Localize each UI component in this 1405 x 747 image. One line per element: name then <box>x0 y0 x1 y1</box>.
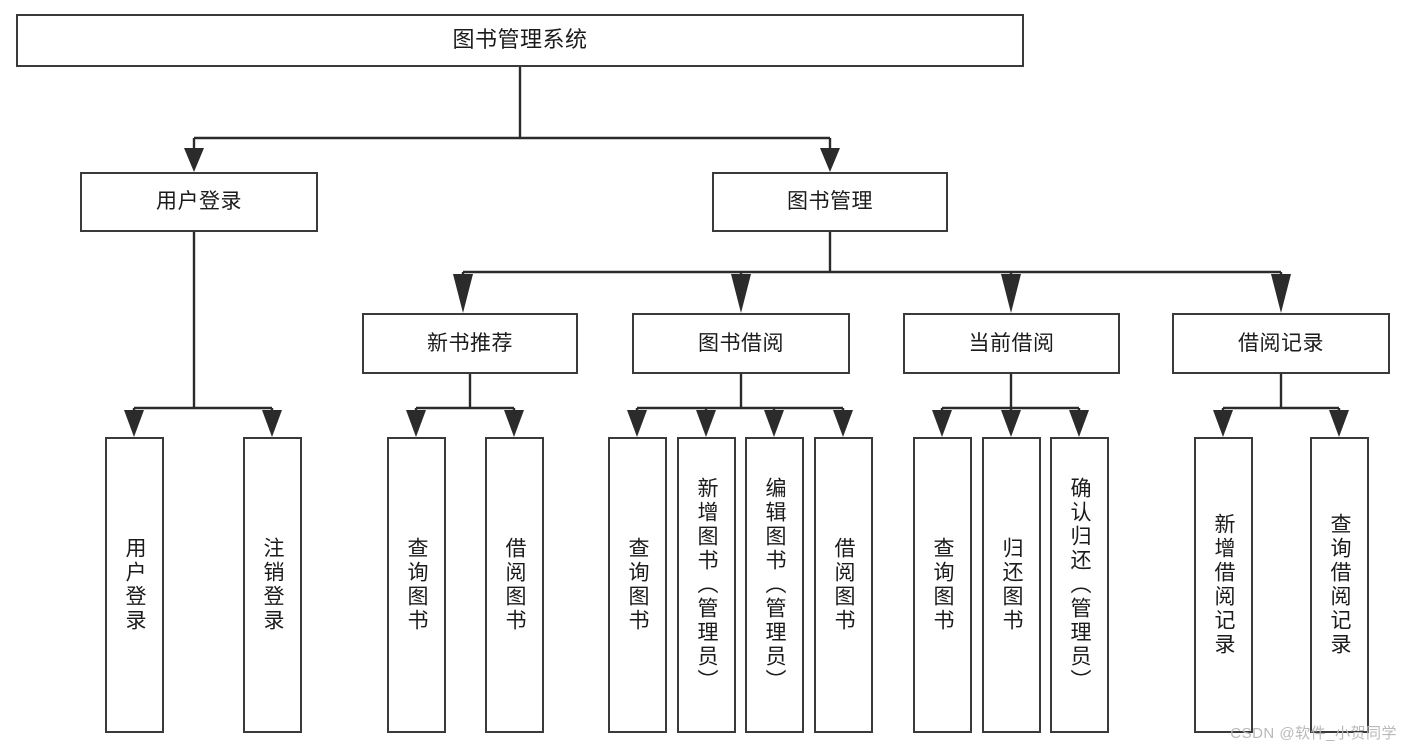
arrow-br-leaf-1 <box>1213 410 1233 437</box>
node-user-login[interactable]: 用户登录 <box>80 172 318 232</box>
arrow-nb-leaf-1 <box>406 410 426 437</box>
node-label: 查询图书 <box>405 537 428 633</box>
node-label: 借阅记录 <box>1238 331 1324 355</box>
leaf-borrow-book-new-recommend[interactable]: 借阅图书 <box>485 437 544 733</box>
node-label: 新书推荐 <box>427 331 513 355</box>
node-label: 新增借阅记录 <box>1212 513 1235 657</box>
node-new-book-recommend[interactable]: 新书推荐 <box>362 313 578 374</box>
node-book-management[interactable]: 图书管理 <box>712 172 948 232</box>
arrow-bb-leaf-3 <box>764 410 784 437</box>
node-label: 借阅图书 <box>503 537 526 633</box>
node-label: 用户登录 <box>156 190 242 214</box>
node-label: 查询借阅记录 <box>1328 513 1351 657</box>
node-label: 查询图书 <box>931 537 954 633</box>
node-book-borrow[interactable]: 图书借阅 <box>632 313 850 374</box>
arrow-root-to-book-mgmt <box>820 148 840 172</box>
node-label: 借阅图书 <box>832 537 855 633</box>
node-label: 查询图书 <box>626 537 649 633</box>
arrow-ul-leaf-2 <box>262 410 282 437</box>
leaf-query-book-new-recommend[interactable]: 查询图书 <box>387 437 446 733</box>
leaf-edit-book-admin[interactable]: 编辑图书（管理员） <box>745 437 804 733</box>
leaf-borrow-book-borrow[interactable]: 借阅图书 <box>814 437 873 733</box>
node-label: 用户登录 <box>123 537 146 633</box>
node-label: 新增图书（管理员） <box>695 477 718 693</box>
node-borrow-record[interactable]: 借阅记录 <box>1172 313 1390 374</box>
arrow-bm-to-current-borrow <box>1001 274 1021 313</box>
node-label: 图书管理系统 <box>452 27 588 53</box>
node-label: 图书管理 <box>787 190 873 214</box>
leaf-add-book-admin[interactable]: 新增图书（管理员） <box>677 437 736 733</box>
arrow-cb-leaf-2 <box>1001 410 1021 437</box>
node-root-book-management-system[interactable]: 图书管理系统 <box>16 14 1024 67</box>
leaf-query-book-current[interactable]: 查询图书 <box>913 437 972 733</box>
arrow-bm-to-borrow-record <box>1271 274 1291 313</box>
node-current-borrow[interactable]: 当前借阅 <box>903 313 1120 374</box>
leaf-return-book[interactable]: 归还图书 <box>982 437 1041 733</box>
arrow-ul-leaf-1 <box>124 410 144 437</box>
arrow-root-to-user-login <box>184 148 204 172</box>
node-label: 当前借阅 <box>968 331 1055 355</box>
node-label: 图书借阅 <box>698 331 784 355</box>
leaf-query-book-borrow[interactable]: 查询图书 <box>608 437 667 733</box>
leaf-confirm-return-admin[interactable]: 确认归还（管理员） <box>1050 437 1109 733</box>
leaf-logout-login[interactable]: 注销登录 <box>243 437 302 733</box>
node-label: 归还图书 <box>1000 537 1023 633</box>
arrow-bm-to-new-book <box>453 274 473 313</box>
arrow-bb-leaf-1 <box>627 410 647 437</box>
arrow-bb-leaf-4 <box>833 410 853 437</box>
leaf-add-borrow-record[interactable]: 新增借阅记录 <box>1194 437 1253 733</box>
leaf-query-borrow-record[interactable]: 查询借阅记录 <box>1310 437 1369 733</box>
leaf-user-login[interactable]: 用户登录 <box>105 437 164 733</box>
arrow-br-leaf-2 <box>1329 410 1349 437</box>
arrow-bb-leaf-2 <box>696 410 716 437</box>
watermark: CSDN @软件_小贺同学 <box>1230 725 1397 742</box>
arrow-nb-leaf-2 <box>504 410 524 437</box>
node-label: 确认归还（管理员） <box>1068 477 1091 693</box>
arrow-cb-leaf-1 <box>932 410 952 437</box>
arrow-cb-leaf-3 <box>1069 410 1089 437</box>
arrow-bm-to-book-borrow <box>731 274 751 313</box>
node-label: 编辑图书（管理员） <box>763 477 786 693</box>
node-label: 注销登录 <box>261 537 284 633</box>
